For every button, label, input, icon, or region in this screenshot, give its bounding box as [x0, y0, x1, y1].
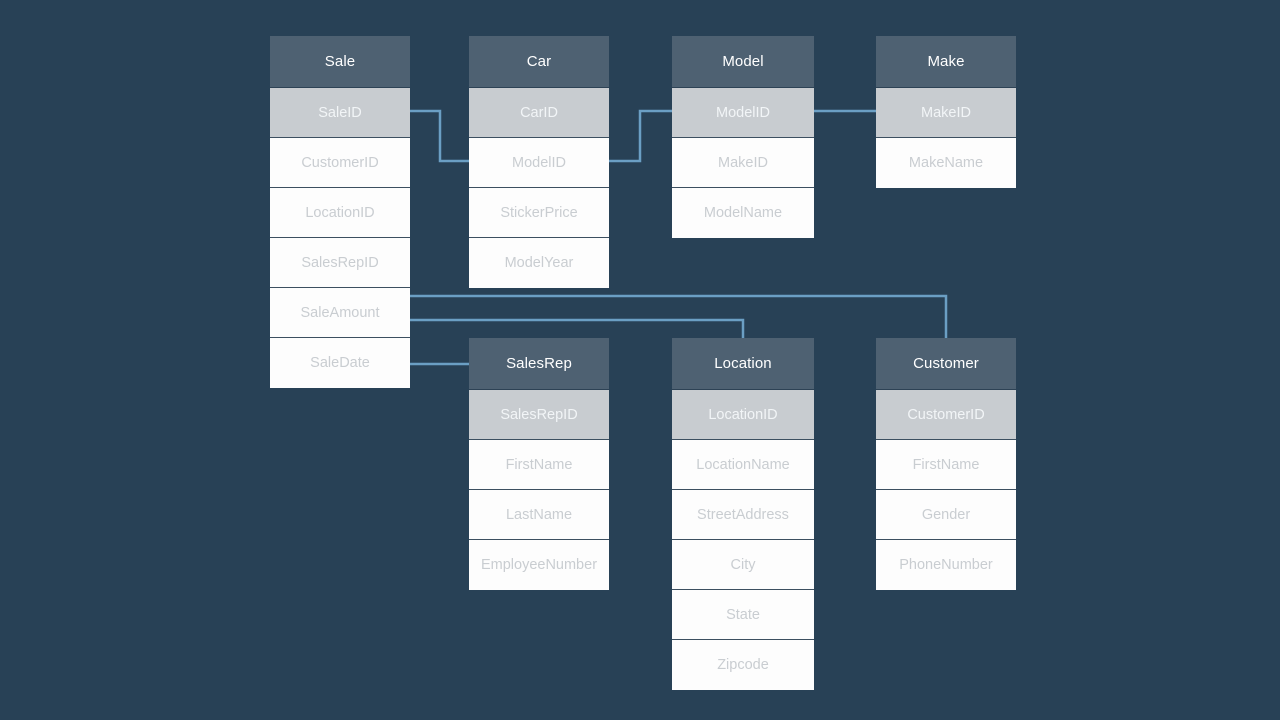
field-row[interactable]: LocationName — [672, 440, 814, 490]
primary-key-row[interactable]: ModelID — [672, 88, 814, 138]
field-row[interactable]: FirstName — [876, 440, 1016, 490]
table-title-location: Location — [672, 338, 814, 390]
connector-line — [607, 109, 674, 163]
connector-line — [408, 294, 948, 340]
table-title-make: Make — [876, 36, 1016, 88]
field-row[interactable]: Zipcode — [672, 640, 814, 690]
field-row[interactable]: ModelName — [672, 188, 814, 238]
field-row[interactable]: CustomerID — [270, 138, 410, 188]
primary-key-row[interactable]: SalesRepID — [469, 390, 609, 440]
field-row[interactable]: SaleDate — [270, 338, 410, 388]
field-row[interactable]: Gender — [876, 490, 1016, 540]
primary-key-row[interactable]: LocationID — [672, 390, 814, 440]
field-row[interactable]: StreetAddress — [672, 490, 814, 540]
field-row[interactable]: StickerPrice — [469, 188, 609, 238]
field-row[interactable]: FirstName — [469, 440, 609, 490]
table-title-model: Model — [672, 36, 814, 88]
field-row[interactable]: EmployeeNumber — [469, 540, 609, 590]
table-title-car: Car — [469, 36, 609, 88]
table-title-customer: Customer — [876, 338, 1016, 390]
field-row[interactable]: MakeID — [672, 138, 814, 188]
field-row[interactable]: ModelID — [469, 138, 609, 188]
connector-line — [408, 109, 471, 163]
field-row[interactable]: SaleAmount — [270, 288, 410, 338]
field-row[interactable]: ModelYear — [469, 238, 609, 288]
field-row[interactable]: State — [672, 590, 814, 640]
connector-line — [408, 318, 745, 340]
field-row[interactable]: SalesRepID — [270, 238, 410, 288]
field-row[interactable]: LastName — [469, 490, 609, 540]
field-row[interactable]: PhoneNumber — [876, 540, 1016, 590]
table-title-sale: Sale — [270, 36, 410, 88]
table-title-salesrep: SalesRep — [469, 338, 609, 390]
field-row[interactable]: City — [672, 540, 814, 590]
primary-key-row[interactable]: CustomerID — [876, 390, 1016, 440]
field-row[interactable]: LocationID — [270, 188, 410, 238]
field-row[interactable]: MakeName — [876, 138, 1016, 188]
primary-key-row[interactable]: MakeID — [876, 88, 1016, 138]
primary-key-row[interactable]: SaleID — [270, 88, 410, 138]
primary-key-row[interactable]: CarID — [469, 88, 609, 138]
